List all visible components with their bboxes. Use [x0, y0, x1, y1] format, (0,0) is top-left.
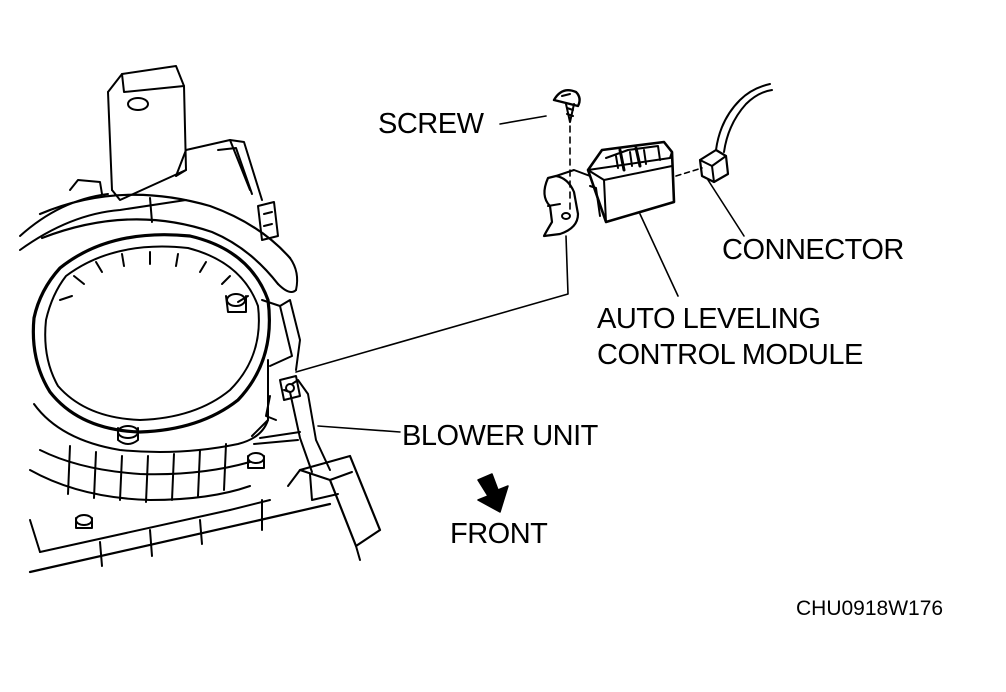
screw-drawing	[552, 89, 581, 215]
blower-unit-label: BLOWER UNIT	[402, 420, 598, 452]
connector-label: CONNECTOR	[722, 234, 904, 266]
front-label: FRONT	[450, 518, 548, 550]
screw-label: SCREW	[378, 108, 484, 140]
module-label-line2: CONTROL MODULE	[597, 339, 863, 371]
blower-unit-drawing	[19, 65, 382, 574]
figure-code: CHU0918W176	[796, 597, 944, 620]
connector-drawing	[698, 83, 773, 184]
leader-lines	[295, 115, 745, 433]
module-drawing	[542, 140, 703, 238]
module-label-line1: AUTO LEVELING	[597, 303, 821, 335]
front-arrow-icon	[477, 473, 509, 513]
